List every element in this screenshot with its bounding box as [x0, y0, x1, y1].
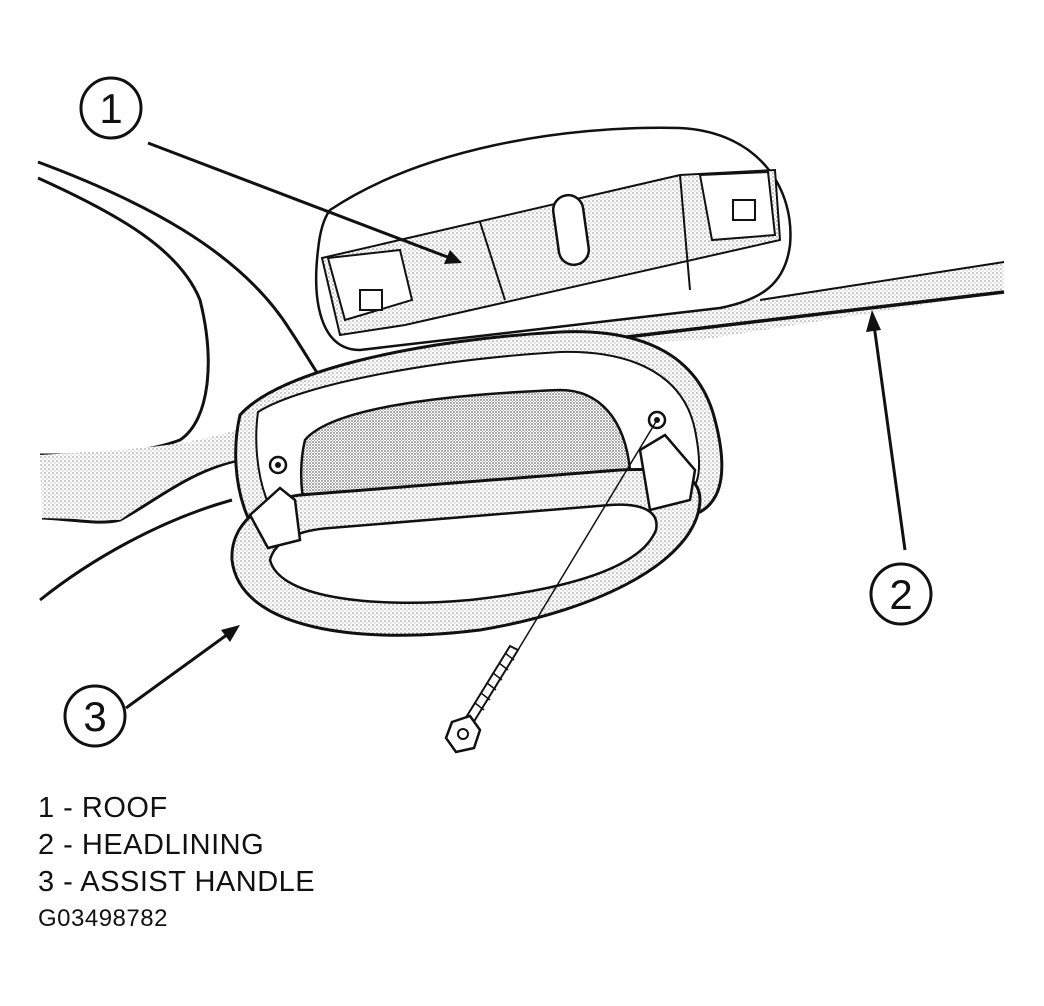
legend-item-assist-handle: 3 - ASSIST HANDLE	[38, 866, 316, 898]
callout-2-number: 2	[889, 571, 912, 618]
legend: 1 - ROOF 2 - HEADLINING 3 - ASSIST HANDL…	[38, 790, 315, 901]
callout-3: 3	[63, 684, 127, 748]
leader-line-1	[147, 141, 462, 264]
roof-recess	[315, 126, 792, 352]
callout-1-number: 1	[99, 85, 122, 132]
figure-id: G03498782	[38, 905, 168, 932]
legend-item-headlining: 2 - HEADLINING	[38, 829, 265, 861]
leader-line-2	[866, 310, 907, 551]
callout-1: 1	[79, 76, 143, 140]
assist-handle	[230, 330, 724, 637]
assist-handle-diagram: 1 2 3	[37, 76, 1005, 754]
callout-2: 2	[869, 562, 933, 626]
headlining-surface	[40, 261, 1005, 520]
callout-3-number: 3	[83, 693, 106, 740]
leader-line-3	[125, 625, 240, 710]
legend-item-roof: 1 - ROOF	[38, 792, 168, 824]
mounting-screw	[444, 419, 658, 754]
